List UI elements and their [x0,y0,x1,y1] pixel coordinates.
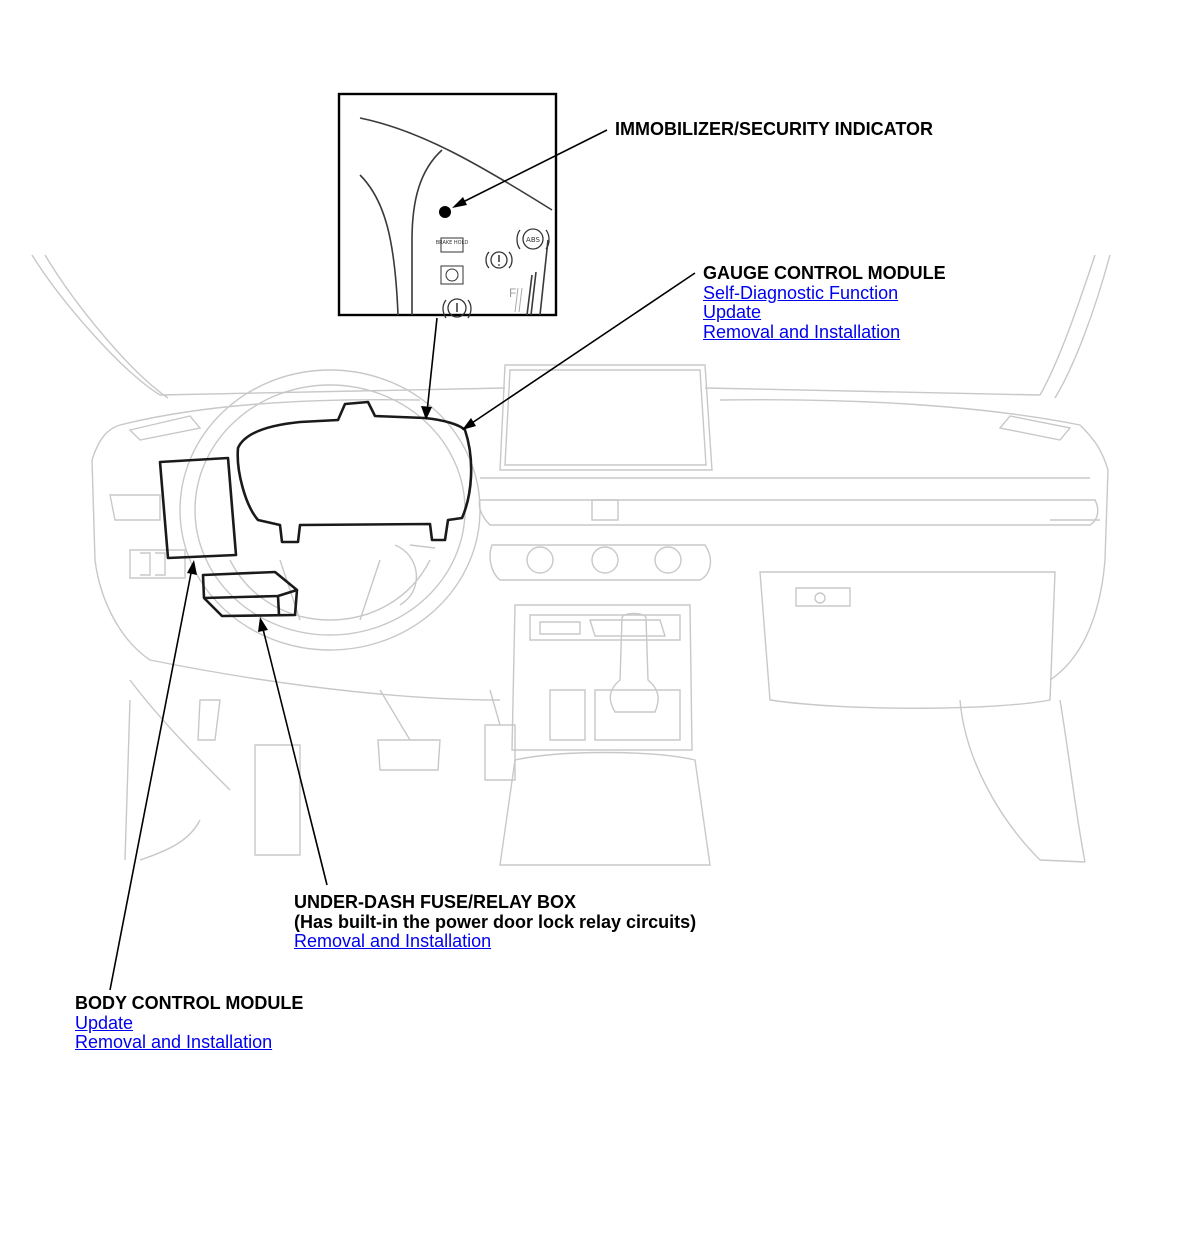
brake-hold-icon: BRAKE HOLD [436,240,469,246]
under-dash-removal-installation-link[interactable]: Removal and Installation [294,931,492,951]
bcm-update-link[interactable]: Update [75,1012,134,1033]
leader-lines [109,129,696,991]
steering-wheel [179,369,481,651]
abs-icon: ABS [526,236,540,244]
fuel-indicator: F [509,286,516,300]
body-control-module-callout: BODY CONTROL MODULE Update Removal and I… [75,993,304,1053]
gauge-update-link[interactable]: Update [703,302,762,322]
gauge-self-diagnostic-link[interactable]: Self-Diagnostic Function [703,282,899,303]
immobilizer-callout: IMMOBILIZER/SECURITY INDICATOR [615,119,934,140]
bcm-removal-installation-link[interactable]: Removal and Installation [75,1032,273,1052]
gauge-control-module-shape [236,400,473,544]
gauge-control-module-title: GAUGE CONTROL MODULE [703,263,946,283]
under-dash-fuse-relay-box-edge [203,588,298,616]
immobilizer-title: IMMOBILIZER/SECURITY INDICATOR [615,119,934,139]
under-dash-fuse-relay-box-title: UNDER-DASH FUSE/RELAY BOX [294,892,577,912]
under-dash-fuse-relay-box-callout: UNDER-DASH FUSE/RELAY BOX (Has built-in … [294,892,697,952]
body-control-module-shape [158,456,238,560]
gauge-control-module-callout: GAUGE CONTROL MODULE Self-Diagnostic Fun… [703,263,946,342]
body-control-module-title: BODY CONTROL MODULE [75,993,304,1013]
indicator-inset: BRAKE HOLD ABS F [337,92,558,319]
dashboard-outline [31,254,1111,866]
security-indicator-dot [439,206,451,218]
gauge-removal-installation-link[interactable]: Removal and Installation [703,321,901,342]
under-dash-fuse-relay-box-note: (Has built-in the power door lock relay … [294,911,697,932]
